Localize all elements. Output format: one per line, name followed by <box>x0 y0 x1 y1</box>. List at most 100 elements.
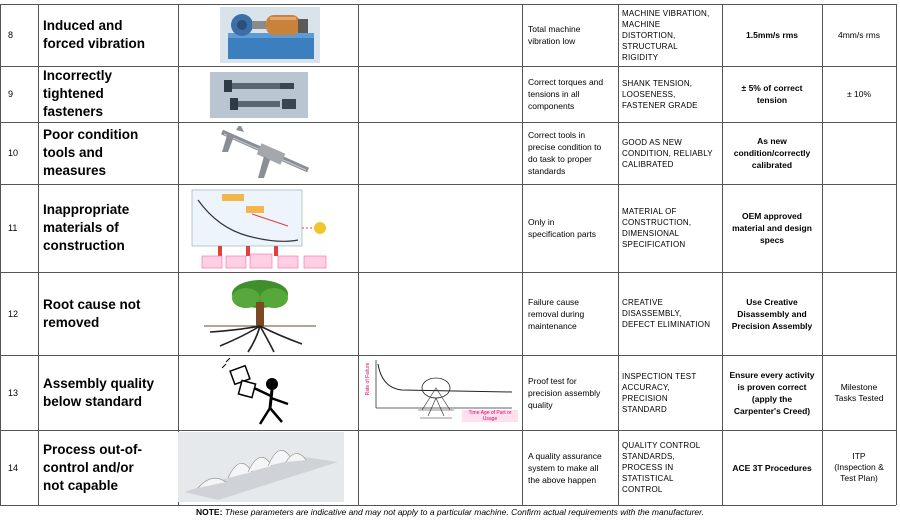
bathtub-curve-icon <box>375 360 513 419</box>
objective-line: standards <box>528 166 566 176</box>
standard-line: material and design <box>732 223 812 233</box>
measures-line: STANDARDS, <box>622 452 675 461</box>
bad-actor-title-line: not capable <box>43 477 119 493</box>
bad-actor-title-line: Root cause not <box>43 296 141 312</box>
caliper-photo <box>218 126 310 180</box>
bathtub-xlabel: Time Age of Part or Usage <box>462 410 518 422</box>
row-number: 8 <box>0 4 38 66</box>
row-number-text: 12 <box>8 309 18 319</box>
measures-text: CREATIVE DISASSEMBLY, DEFECT ELIMINATION <box>622 297 710 330</box>
measures-text: SHANK TENSION,LOOSENESS,FASTENER GRADE <box>622 78 698 111</box>
measures-line: STRUCTURAL <box>622 41 678 51</box>
bad-actor-title-line: tools and <box>43 145 103 160</box>
tolerance-line: (Inspection & <box>834 462 884 472</box>
standard-line: OEM approved <box>742 211 802 221</box>
standard-line: As new <box>757 136 787 146</box>
measures-line: LOOSENESS, <box>622 89 676 99</box>
objective-line: removal during <box>528 308 585 319</box>
row-number-value: 14 <box>8 462 19 473</box>
objective-line: tensions in all <box>528 89 580 99</box>
bad-actor-title-line: fasteners <box>43 104 104 119</box>
measures: CREATIVE DISASSEMBLY, DEFECT ELIMINATION <box>618 272 722 355</box>
measures-line: RIGIDITY <box>622 52 659 62</box>
measures-line: INSPECTION TEST <box>622 371 697 381</box>
standard-line: ACE 3T Procedures <box>732 462 812 473</box>
objective-line: Correct tools in <box>528 130 586 140</box>
measures-line: PROCESS IN <box>622 463 674 472</box>
objective-line: Total machine <box>528 24 581 34</box>
tolerance-line: Milestone <box>840 381 878 392</box>
standard-line: Ensure every activity <box>729 369 815 380</box>
row-number: 12 <box>0 272 38 355</box>
measures-line: GOOD AS NEW <box>622 137 682 147</box>
row-number-value: 10 <box>8 148 19 158</box>
measures-line: DEFECT ELIMINATION <box>622 320 711 329</box>
measures-line: CONDITION, RELIABLY <box>622 148 713 158</box>
objective-line: components <box>528 101 575 111</box>
tolerance-text: ITP(Inspection &Test Plan) <box>834 451 884 484</box>
tolerance <box>822 272 896 355</box>
objective: Total machine vibration low <box>522 4 618 66</box>
standard-text: 1.5mm/s rms <box>746 29 798 41</box>
measures-line: CONTROL <box>622 485 663 494</box>
row-number-value: 13 <box>8 387 19 398</box>
note-label: NOTE: <box>195 507 223 517</box>
measures-line: CREATIVE <box>622 298 664 307</box>
row-number: 13 <box>0 355 38 430</box>
objective-line: Correct torques and <box>528 77 604 87</box>
measures-line: MACHINE <box>622 19 661 29</box>
row-number-text: 11 <box>8 223 17 233</box>
tolerance-text: ± 10% <box>847 89 871 100</box>
standard-text: ACE 3T Procedures <box>732 462 811 474</box>
standard: OEM approved material and design specs <box>722 184 822 272</box>
measures-line: DISASSEMBLY, <box>622 309 682 318</box>
objective-line: specification parts <box>528 229 597 239</box>
root-cause-tree-icon <box>204 280 316 353</box>
measures-line: CONSTRUCTION, <box>622 218 692 227</box>
row-number-value: 9 <box>8 89 14 99</box>
row-number-text: 8 <box>8 30 13 40</box>
juggler-figure <box>218 358 298 428</box>
row-number: 9 <box>0 66 38 122</box>
motor-pump-icon <box>220 7 320 63</box>
standard-line: specs <box>759 235 785 245</box>
objective-line: do task to proper <box>528 154 592 164</box>
table-note: NOTE: These parameters are indicative an… <box>0 507 900 517</box>
objective-line: vibration low <box>528 36 576 46</box>
bad-actor-title-line: below standard <box>43 393 143 409</box>
measures-line: MACHINE VIBRATION, <box>622 8 710 18</box>
row-number-value: 12 <box>8 308 19 319</box>
tolerance: ITP(Inspection &Test Plan) <box>822 430 896 505</box>
row-number-text: 10 <box>8 148 18 158</box>
bad-actor-title-line: materials of <box>43 220 119 235</box>
row-number-text: 13 <box>8 388 18 398</box>
standard-line: ± 5% of correct <box>741 83 803 93</box>
row-number-text: 14 <box>8 463 18 473</box>
measures: SHANK TENSION,LOOSENESS,FASTENER GRADE <box>618 66 722 122</box>
